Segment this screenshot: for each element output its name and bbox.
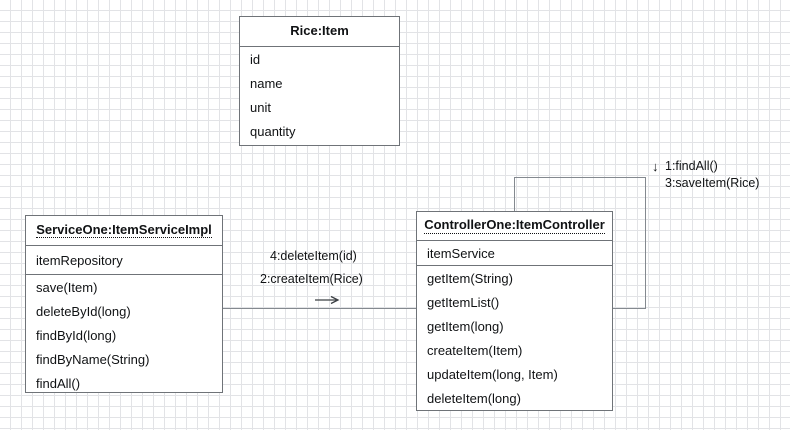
class-title-text: ServiceOne:ItemServiceImpl — [36, 221, 212, 239]
controller-loop-top-segment — [514, 177, 646, 178]
attributes-section-rice-item: id name unit quantity — [240, 47, 399, 143]
operation-row: findByName(String) — [36, 351, 150, 367]
class-box-controller-one[interactable]: ControllerOne:ItemController itemService… — [416, 211, 613, 411]
class-title-text: Rice:Item — [290, 23, 349, 39]
class-title-service-one: ServiceOne:ItemServiceImpl — [26, 216, 222, 246]
attribute-row: name — [250, 75, 283, 91]
controller-loop-left-segment — [514, 177, 515, 217]
message-label-save-item: 3:saveItem(Rice) — [665, 176, 760, 190]
operation-row: findAll() — [36, 375, 81, 391]
class-box-service-one[interactable]: ServiceOne:ItemServiceImpl itemRepositor… — [25, 215, 223, 393]
operation-row: deleteById(long) — [36, 303, 131, 319]
attributes-section-controller-one: itemService — [417, 241, 612, 266]
message-direction-arrow-down: ↓ — [652, 159, 659, 174]
operation-row: getItemList() — [427, 294, 500, 310]
controller-loop-right-segment — [645, 177, 646, 308]
attribute-row: itemService — [427, 245, 495, 261]
operations-section-controller-one: getItem(String) getItemList() getItem(lo… — [417, 266, 612, 410]
attribute-row: quantity — [250, 123, 296, 139]
operation-row: findById(long) — [36, 327, 117, 343]
attribute-row: itemRepository — [36, 252, 123, 268]
operation-row: save(Item) — [36, 279, 98, 295]
operation-row: deleteItem(long) — [427, 390, 521, 406]
attributes-section-service-one: itemRepository — [26, 246, 222, 275]
class-title-controller-one: ControllerOne:ItemController — [417, 212, 612, 241]
attribute-row: id — [250, 51, 261, 67]
operation-row: updateItem(long, Item) — [427, 366, 558, 382]
class-box-rice-item[interactable]: Rice:Item id name unit quantity — [239, 16, 400, 146]
message-label-create-item: 2:createItem(Rice) — [260, 272, 363, 286]
message-label-find-all: 1:findAll() — [665, 159, 718, 173]
operations-section-service-one: save(Item) deleteById(long) findById(lon… — [26, 275, 222, 395]
attribute-row: unit — [250, 99, 271, 115]
service-controller-connector — [223, 308, 416, 309]
class-title-text: ControllerOne:ItemController — [424, 217, 605, 234]
operation-row: getItem(String) — [427, 270, 513, 286]
class-title-rice-item: Rice:Item — [240, 17, 399, 47]
controller-loop-bottom-segment — [612, 308, 646, 309]
operation-row: createItem(Item) — [427, 342, 523, 358]
operation-row: getItem(long) — [427, 318, 504, 334]
message-label-delete-item: 4:deleteItem(id) — [270, 249, 357, 263]
